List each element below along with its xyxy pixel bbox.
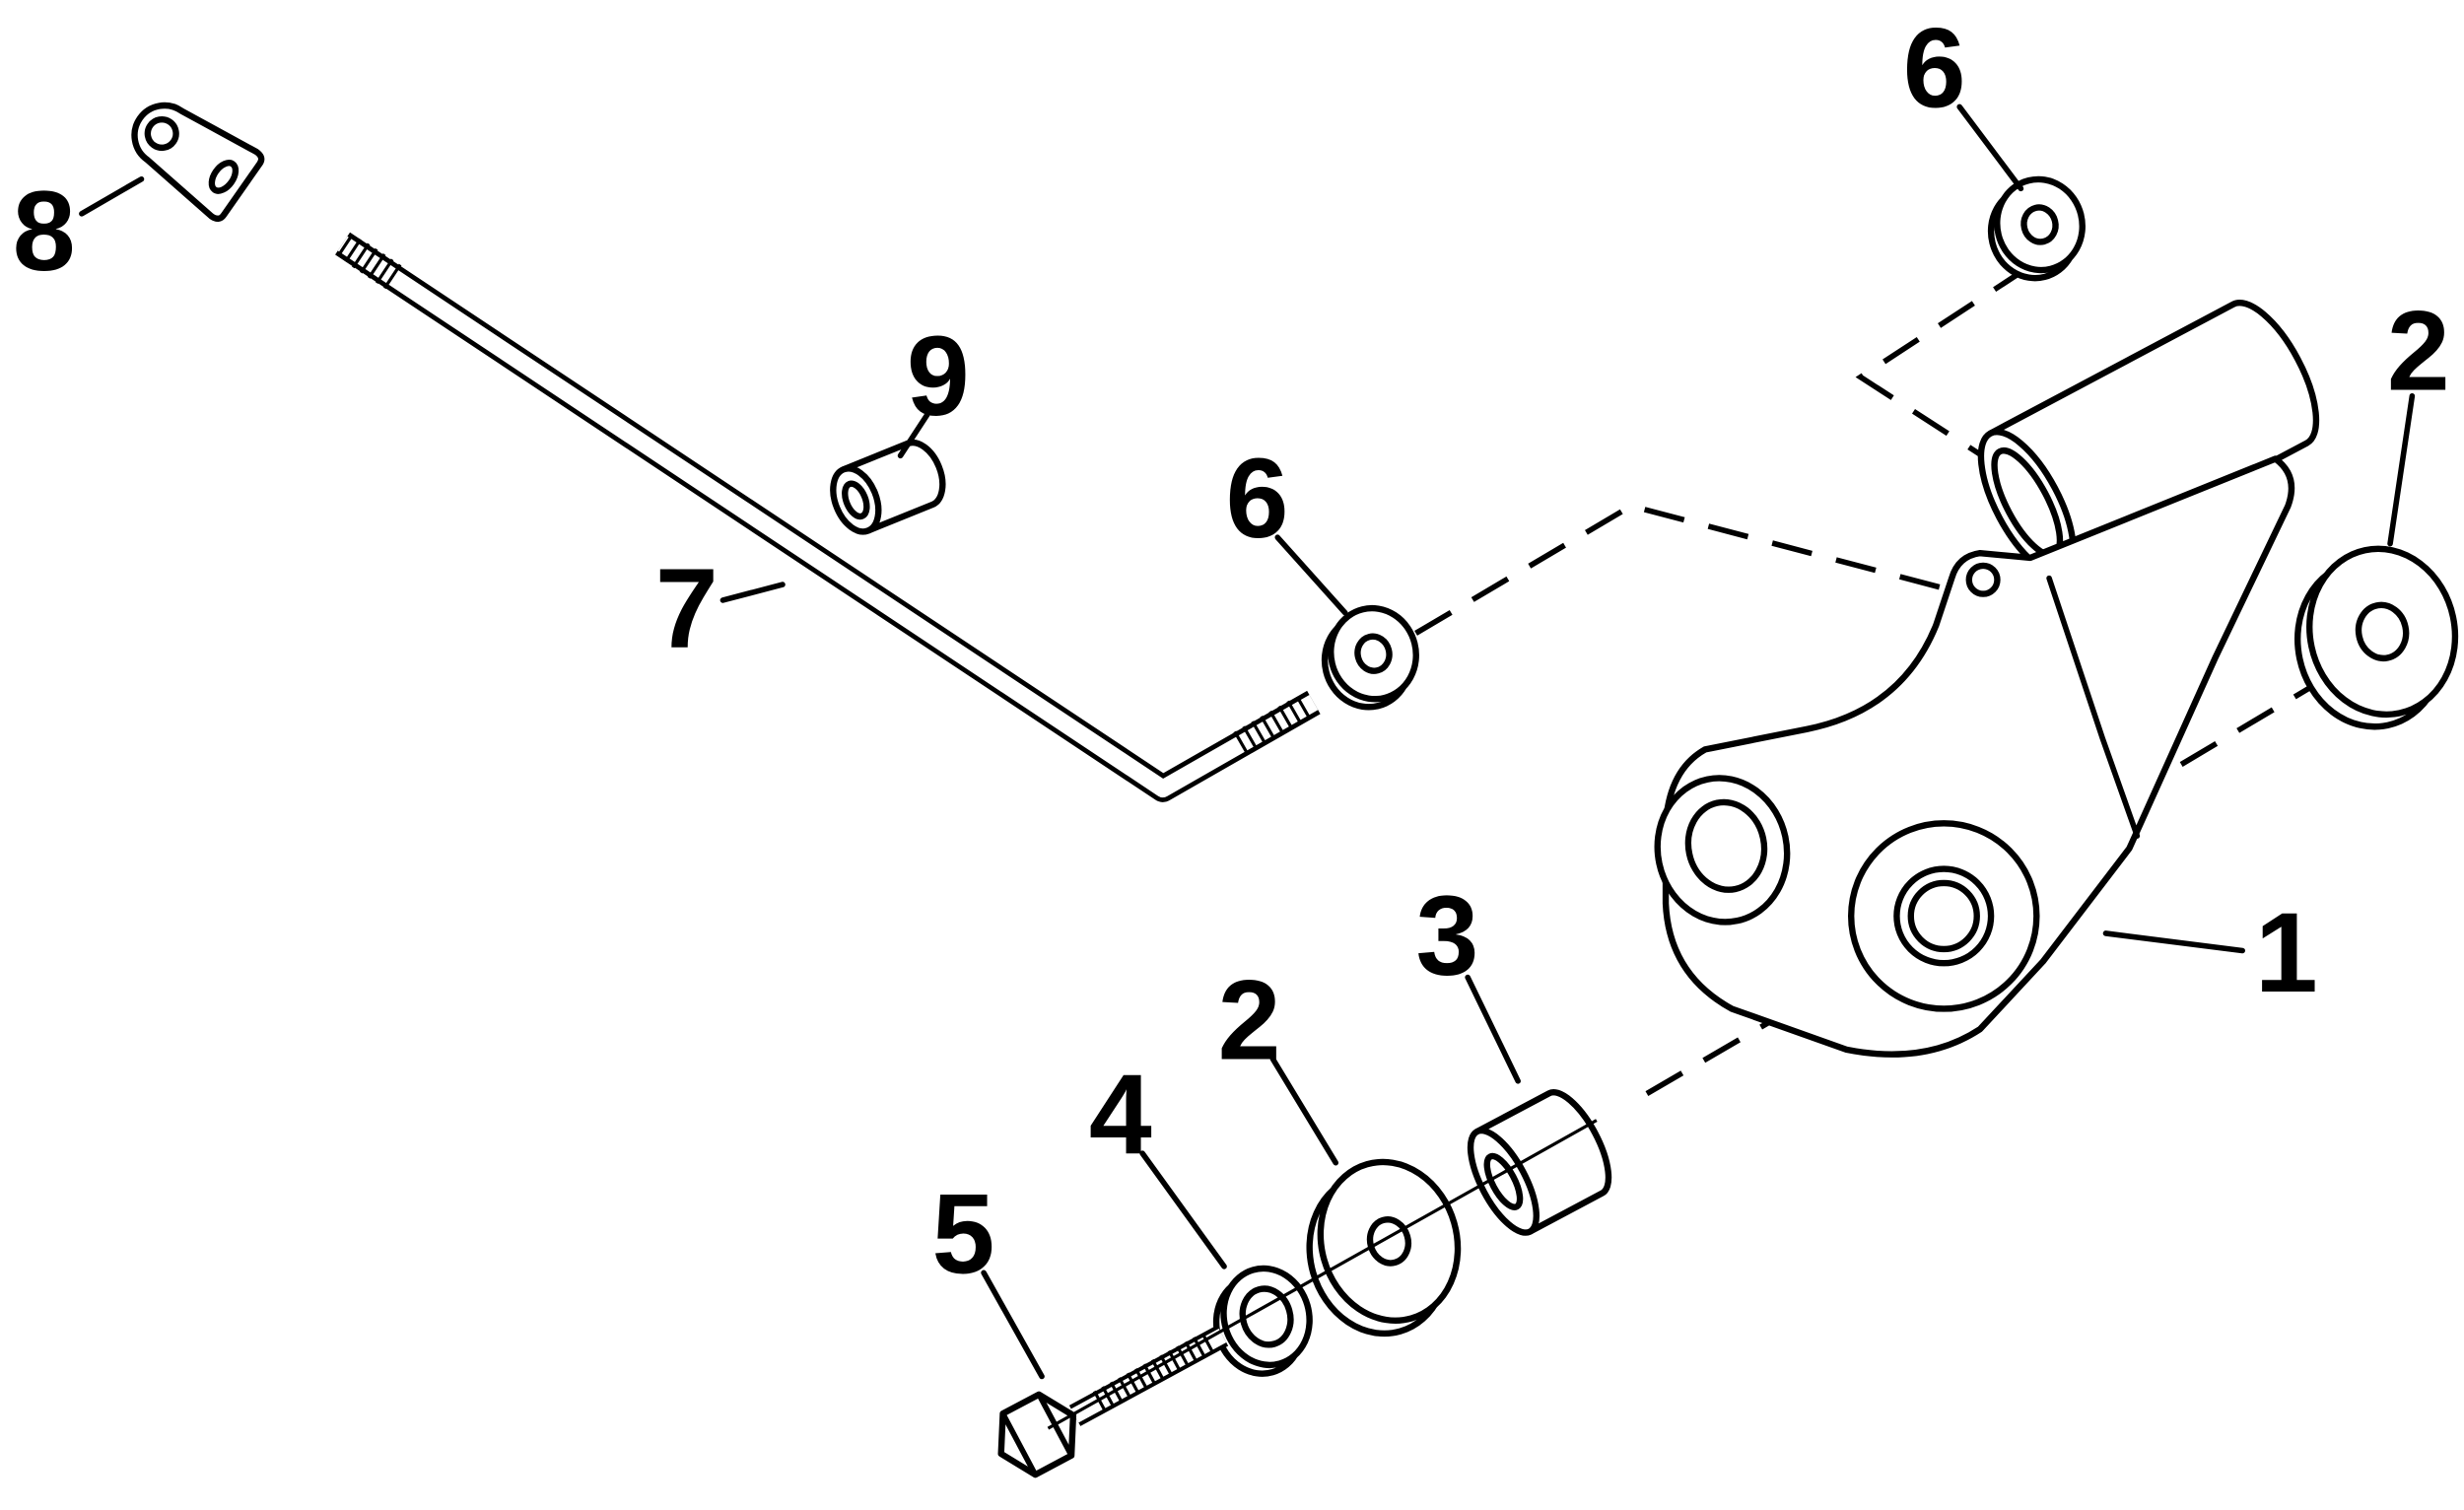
- leader-8: [79, 175, 145, 217]
- part-1-bracket: [1654, 300, 2320, 1058]
- part-2-right-hole: [2355, 601, 2410, 662]
- leader-7: [719, 582, 786, 603]
- part-9-sleeve: [830, 439, 946, 535]
- leader-6-mid: [1274, 534, 1348, 616]
- part-4-ring: [1212, 1265, 1313, 1377]
- part-6-mid-hole: [1354, 633, 1393, 674]
- axis-dash-top-right: [1855, 264, 2030, 463]
- part-1-tube-body: [1987, 300, 2320, 576]
- leader-1: [2102, 930, 2245, 954]
- part-7-thread-top: [336, 234, 402, 290]
- part-8-link: [131, 102, 265, 223]
- callout-1: 1: [2255, 890, 2318, 1016]
- part-7-rod: [335, 232, 1321, 802]
- callout-5: 5: [931, 1171, 994, 1297]
- part-1-web: [1662, 455, 2295, 1058]
- part-1-fold-line: [2046, 575, 2141, 839]
- part-1-left-boss-hole: [1684, 798, 1768, 893]
- leader-2-bottom: [1269, 1056, 1339, 1166]
- leader-4: [1139, 1150, 1227, 1270]
- part-5-hex-outline: [997, 1391, 1077, 1478]
- part-1-left-boss: [1654, 775, 1791, 926]
- leader-6-top: [1956, 103, 2024, 192]
- part-8-body: [131, 102, 265, 223]
- part-6-washer-mid: [1321, 604, 1419, 711]
- part-5-threads: [1092, 1333, 1215, 1413]
- callout-7: 7: [655, 546, 719, 672]
- part-2-washer-right: [2293, 545, 2459, 730]
- callout-9: 9: [907, 313, 970, 440]
- part-1-tab-hole: [1965, 562, 2001, 597]
- part-9-hole: [842, 480, 870, 520]
- part-6-washer-top: [1987, 175, 2086, 282]
- callout-2-bottom: 2: [1218, 957, 1281, 1083]
- callout-labels: 8 7 9 6 6 2 1 3 2 4 5: [13, 5, 2450, 1297]
- callout-4: 4: [1089, 1052, 1152, 1178]
- part-8-face-hole: [208, 160, 240, 194]
- part-8-eye-hole: [144, 115, 179, 152]
- callout-8: 8: [13, 169, 76, 295]
- leader-lines: [79, 103, 2416, 1380]
- part-3-body: [1473, 1089, 1612, 1235]
- callout-6-mid: 6: [1226, 436, 1289, 562]
- leader-9: [897, 412, 930, 459]
- leader-3: [1465, 974, 1521, 1084]
- part-7-rod-outline: [335, 232, 1321, 802]
- leader-5: [981, 1270, 1045, 1380]
- part-7-rod-fill: [337, 236, 1319, 798]
- axis-dash-middle: [1414, 503, 1960, 636]
- bolt-axis-line: [1047, 1119, 1598, 1430]
- part-5-bolt: [997, 1325, 1229, 1478]
- callout-6-top: 6: [1903, 5, 1966, 131]
- part-7-thread-end: [1233, 696, 1312, 756]
- part-2-washer-bottom: [1306, 1158, 1462, 1338]
- leader-2-right: [2387, 392, 2416, 547]
- part-1-tube: [1977, 300, 2320, 578]
- part-4-hole: [1239, 1285, 1294, 1348]
- part-3-bushing: [1467, 1089, 1612, 1236]
- part-5-hex-head: [997, 1391, 1077, 1478]
- part-1-pivot-hole: [1907, 879, 1980, 953]
- callout-2-right: 2: [2387, 288, 2450, 414]
- part-6-top-hole: [2020, 204, 2059, 245]
- part-3-hole: [1483, 1152, 1524, 1210]
- callout-3: 3: [1416, 872, 1479, 998]
